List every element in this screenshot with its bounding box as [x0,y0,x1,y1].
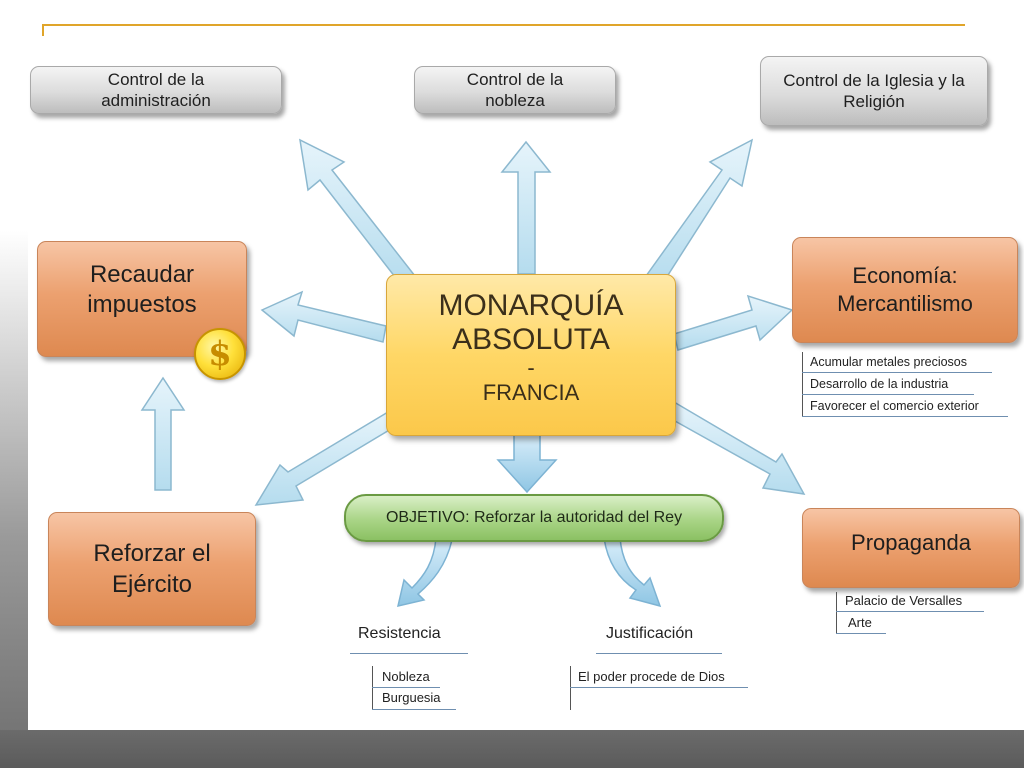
box-propaganda-label: Propaganda [851,530,971,555]
economia-item-3: Favorecer el comercio exterior [810,399,979,413]
resistencia-item-2-rule [372,709,456,710]
resistencia-item-1: Nobleza [382,669,430,684]
arrow-to-ejercito [254,410,398,506]
box-propaganda: Propaganda [802,508,1020,588]
objetivo-label: OBJETIVO: Reforzar la autoridad del Rey [385,509,683,526]
resistencia-underline [350,653,468,654]
objetivo-pill: OBJETIVO: Reforzar la autoridad del Rey [344,494,724,542]
arrow-to-economia [673,294,794,351]
top-accent-rule [42,24,965,26]
arrow-to-iglesia [644,138,754,288]
arrow-center-to-objetivo [496,433,558,494]
justificacion-title: Justificación [606,625,694,642]
arrow-to-administracion [299,138,417,288]
top-accent-rule-tick [42,24,44,36]
economia-list-bracket [802,352,803,416]
arrow-to-justificacion [603,537,662,608]
box-economia-subtitle: Mercantilismo [837,291,973,316]
economia-item-2-rule [802,394,974,395]
justificacion-underline [596,653,722,654]
arrow-to-recaudar [260,290,387,343]
propaganda-item-1: Palacio de Versalles [845,593,963,608]
box-control-nobleza: Control de la nobleza [414,66,616,114]
central-title-line1: MONARQUÍA [438,289,624,322]
box-control-administracion-label: Control de la administración [101,70,211,110]
propaganda-item-2: Arte [848,615,872,630]
economia-item-1-rule [802,372,992,373]
slide-bottom-bar [0,730,1024,768]
box-economia: Economía: Mercantilismo [792,237,1018,343]
box-control-administracion: Control de la administración [30,66,282,114]
economia-item-2: Desarrollo de la industria [810,377,949,391]
propaganda-item-1-rule [836,611,984,612]
box-recaudar-impuestos-label: Recaudar impuestos [87,261,197,318]
dollar-coin-icon: $ [194,328,246,380]
slide-left-gradient [0,0,28,768]
resistencia-item-2: Burguesia [382,690,441,705]
box-economia-title: Economía: [852,263,958,288]
propaganda-list-bracket [836,592,837,634]
box-reforzar-ejercito-label: Reforzar el Ejército [93,540,211,598]
arrow-ejercito-to-recaudar [140,376,186,491]
resistencia-title: Resistencia [358,625,441,642]
box-control-iglesia: Control de la Iglesia y la Religión [760,56,988,126]
central-title-country: FRANCIA [482,380,580,405]
economia-item-3-rule [802,416,1008,417]
resistencia-list-bracket [372,666,373,710]
resistencia-item-1-rule [372,687,440,688]
box-reforzar-ejercito: Reforzar el Ejército [48,512,256,626]
justificacion-list-bracket [570,666,571,710]
central-title-line2: ABSOLUTA [452,323,610,356]
central-concept-box: MONARQUÍA ABSOLUTA - FRANCIA [386,274,676,436]
justificacion-item-1: El poder procede de Dios [578,669,725,684]
central-title-dash: - [527,355,535,380]
propaganda-item-2-rule [836,633,886,634]
box-control-nobleza-label: Control de la nobleza [466,70,564,110]
box-control-iglesia-label: Control de la Iglesia y la Religión [783,71,965,111]
arrow-to-nobleza [500,140,552,275]
arrow-to-resistencia [396,537,453,608]
justificacion-item-1-rule [570,687,748,688]
economia-item-1: Acumular metales preciosos [810,355,968,369]
dollar-symbol: $ [208,334,232,374]
arrow-to-propaganda [664,400,806,495]
